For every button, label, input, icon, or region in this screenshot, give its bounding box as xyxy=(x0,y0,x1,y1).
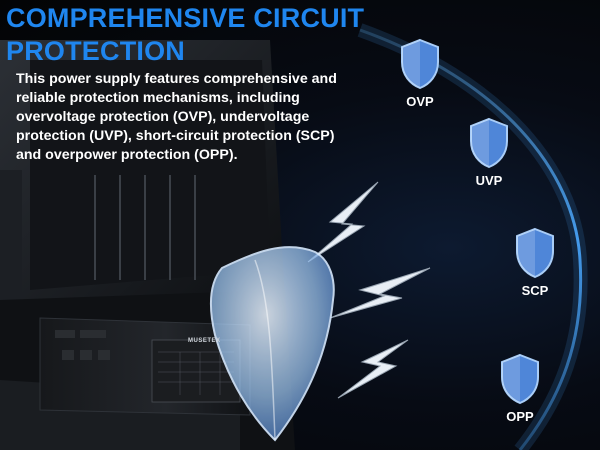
large-shield-graphic xyxy=(210,246,335,442)
title-line-1: COMPREHENSIVE CIRCUIT xyxy=(6,3,365,33)
glow-arc xyxy=(359,28,583,450)
badge-opp: OPP xyxy=(485,353,555,424)
description-line: This power supply features comprehensive… xyxy=(16,71,337,87)
badge-scp: SCP xyxy=(500,227,570,298)
badge-label-scp: SCP xyxy=(521,283,549,298)
badge-label-ovp: OVP xyxy=(406,94,434,109)
psu-brand-label: MUSETEX xyxy=(188,338,221,344)
shield-icon xyxy=(501,353,539,405)
badge-label-opp: OPP xyxy=(506,409,534,424)
title-line-2: PROTECTION xyxy=(6,36,186,66)
badge-label-uvp: UVP xyxy=(475,173,503,188)
badge-uvp: UVP xyxy=(454,117,524,188)
badge-ovp: OVP xyxy=(385,38,455,109)
description-line: overvoltage protection (OVP), undervolta… xyxy=(16,109,310,125)
shield-icon xyxy=(470,117,508,169)
description-line: and overpower protection (OPP). xyxy=(16,147,238,163)
shield-icon xyxy=(516,227,554,279)
description-line: protection (UVP), short-circuit protecti… xyxy=(16,128,335,144)
description-text: This power supply features comprehensive… xyxy=(16,70,396,165)
description-line: reliable protection mechanisms, includin… xyxy=(16,90,300,106)
page-title: COMPREHENSIVE CIRCUIT PROTECTION xyxy=(6,2,364,68)
shield-icon xyxy=(401,38,439,90)
